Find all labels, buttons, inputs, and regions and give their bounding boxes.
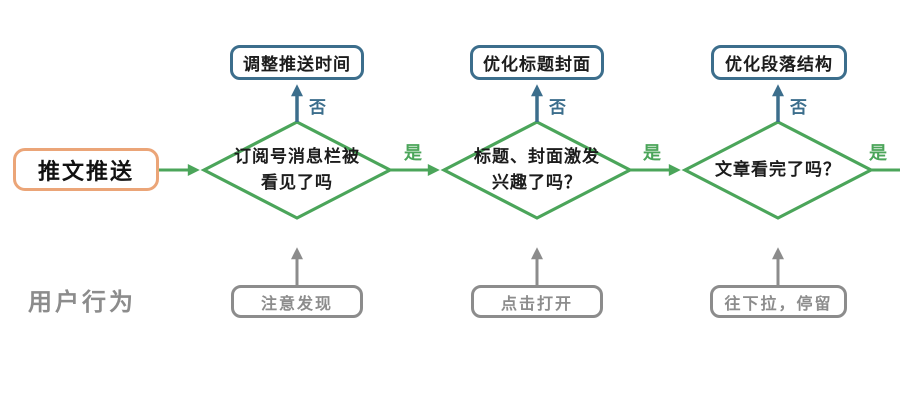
start-node-label: 推文推送 <box>37 158 134 184</box>
start-node: 推文推送 <box>13 148 159 191</box>
decision-line-2: 兴趣了吗？ <box>492 173 582 192</box>
fix-action-node-2: 优化标题封面 <box>470 45 604 80</box>
user-action-label-3: 往下拉，停留 <box>724 295 833 313</box>
fix-action-label-2: 优化标题封面 <box>483 55 591 74</box>
yes-branch-label-2: 是 <box>643 143 661 163</box>
user-action-node-3: 往下拉，停留 <box>710 285 847 318</box>
fix-action-label-3: 优化段落结构 <box>725 55 833 74</box>
fix-action-label-1: 调整推送时间 <box>243 55 351 74</box>
user-action-label-1: 注意发现 <box>260 295 333 313</box>
decision-line-1: 订阅号消息栏被 <box>234 146 360 166</box>
decision-line-2: 看见了吗 <box>261 173 333 192</box>
decision-node-text-3: 文章看完了吗？ <box>693 142 863 198</box>
yes-branch-label-1: 是 <box>404 143 422 163</box>
decision-node-text-2: 标题、封面激发 兴趣了吗？ <box>452 142 622 198</box>
fix-action-node-3: 优化段落结构 <box>711 45 847 80</box>
decision-line-1: 标题、封面激发 <box>474 146 600 166</box>
decision-node-text-1: 订阅号消息栏被 看见了吗 <box>212 142 382 198</box>
fix-action-node-1: 调整推送时间 <box>230 45 364 80</box>
no-branch-label-3: 否 <box>790 98 807 117</box>
yes-branch-label-3: 是 <box>869 143 887 163</box>
no-branch-label-2: 否 <box>549 98 566 117</box>
decision-line-1: 文章看完了吗？ <box>715 159 841 179</box>
user-action-node-1: 注意发现 <box>231 285 363 318</box>
user-action-node-2: 点击打开 <box>471 285 603 318</box>
user-action-label-2: 点击打开 <box>500 295 573 313</box>
user-behavior-row-label: 用户行为 <box>28 289 136 316</box>
no-branch-label-1: 否 <box>309 98 326 117</box>
